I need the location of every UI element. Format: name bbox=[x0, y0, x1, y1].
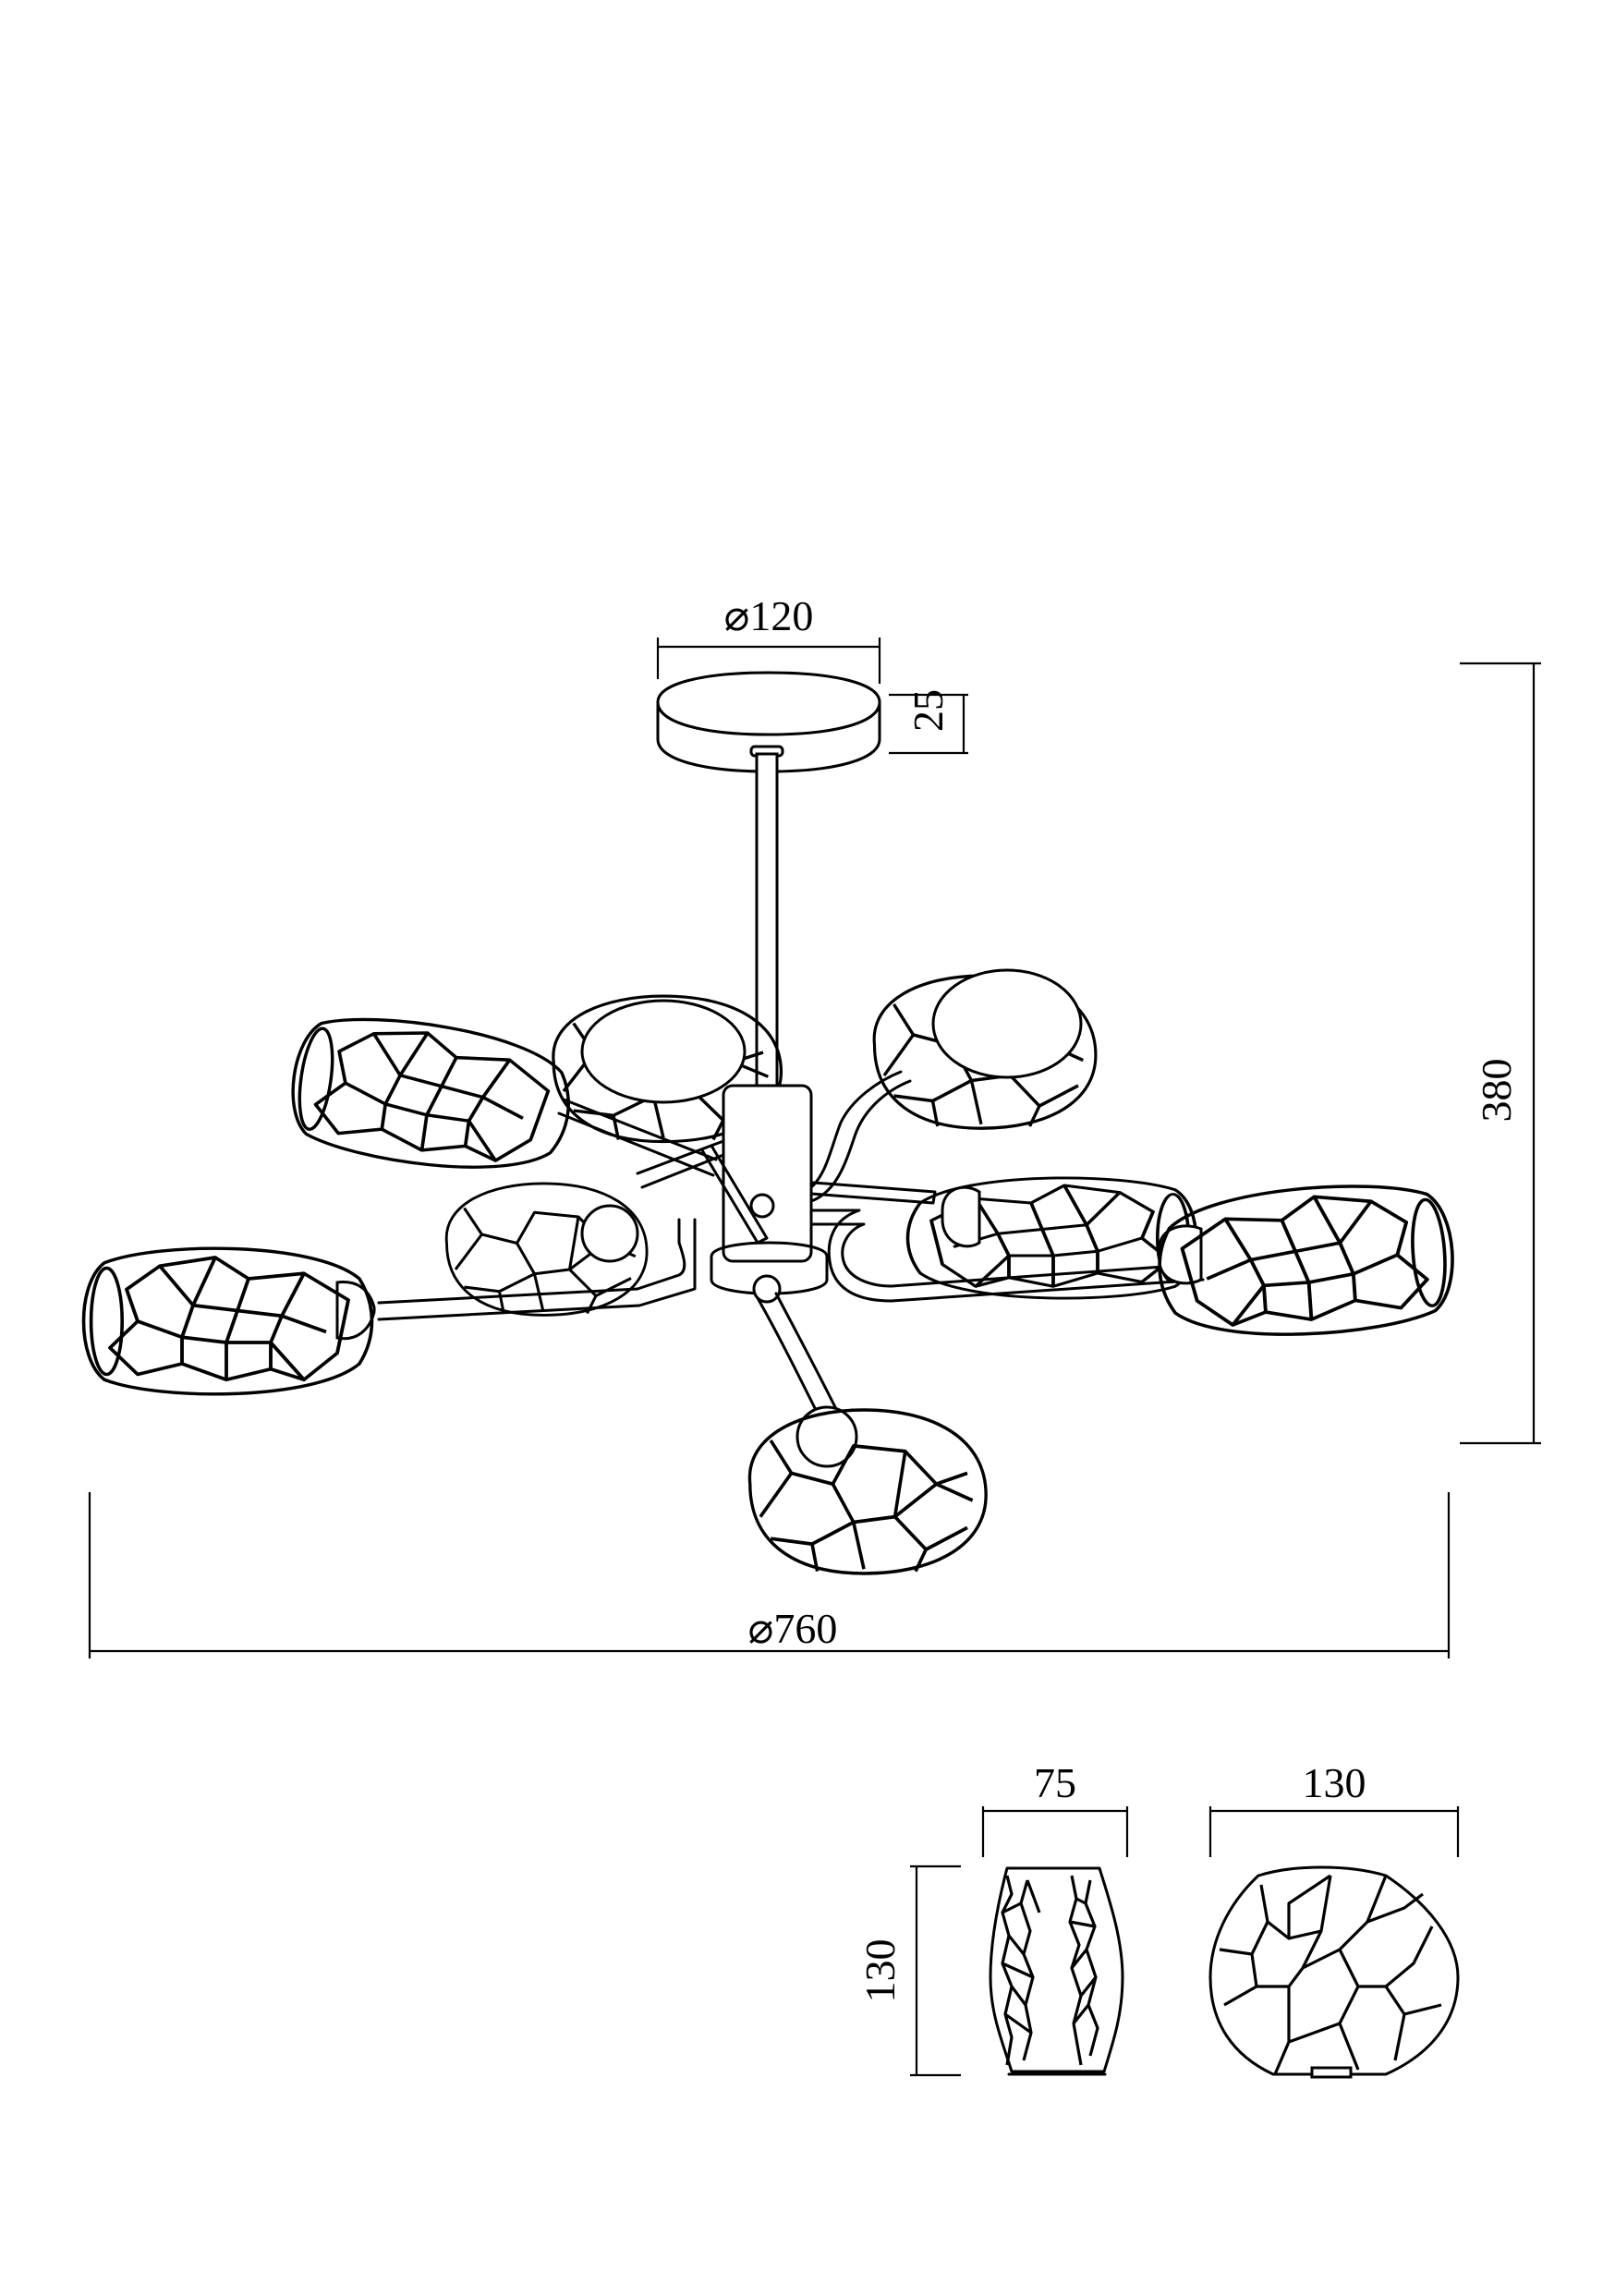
dim-overall-height: 380 bbox=[1460, 662, 1541, 1445]
down-rod bbox=[749, 745, 784, 1125]
shade-side-view-icon bbox=[989, 1866, 1124, 2076]
overall-diameter-label: ⌀760 bbox=[748, 1605, 838, 1652]
dim-shade-side-width: 75 bbox=[981, 1759, 1129, 1857]
canopy-diameter-label: ⌀120 bbox=[724, 592, 814, 639]
dim-shade-front-width: 130 bbox=[1208, 1759, 1460, 1857]
dim-overall-diameter: ⌀760 bbox=[88, 1492, 1451, 1658]
overall-height-label: 380 bbox=[1473, 1059, 1520, 1123]
dim-canopy-height: 25 bbox=[889, 689, 968, 755]
shade-front-bottom bbox=[747, 1408, 989, 1575]
shade-side-height-label: 130 bbox=[856, 1939, 904, 2003]
shade-front-view-icon bbox=[1208, 1865, 1460, 2079]
shade-front-width-label: 130 bbox=[1303, 1759, 1366, 1806]
chandelier-elevation: ⌀120 25 380 ⌀760 bbox=[81, 592, 1541, 1658]
shade-opening bbox=[580, 999, 747, 1104]
dim-canopy-diameter: ⌀120 bbox=[656, 592, 881, 684]
center-hub bbox=[710, 1084, 829, 1304]
arms bbox=[377, 1070, 1205, 1415]
dim-shade-side-height: 130 bbox=[856, 1865, 961, 2077]
canopy-height-label: 25 bbox=[905, 689, 952, 732]
shade-opening bbox=[931, 968, 1083, 1079]
shade-front-left bbox=[81, 1246, 374, 1396]
shade-side-width-label: 75 bbox=[1034, 1759, 1076, 1806]
canopy-icon bbox=[656, 671, 881, 773]
sockets bbox=[335, 1185, 1203, 1468]
shade-back-left bbox=[283, 1004, 579, 1185]
shade-detail: 75 130 130 bbox=[856, 1759, 1460, 2079]
